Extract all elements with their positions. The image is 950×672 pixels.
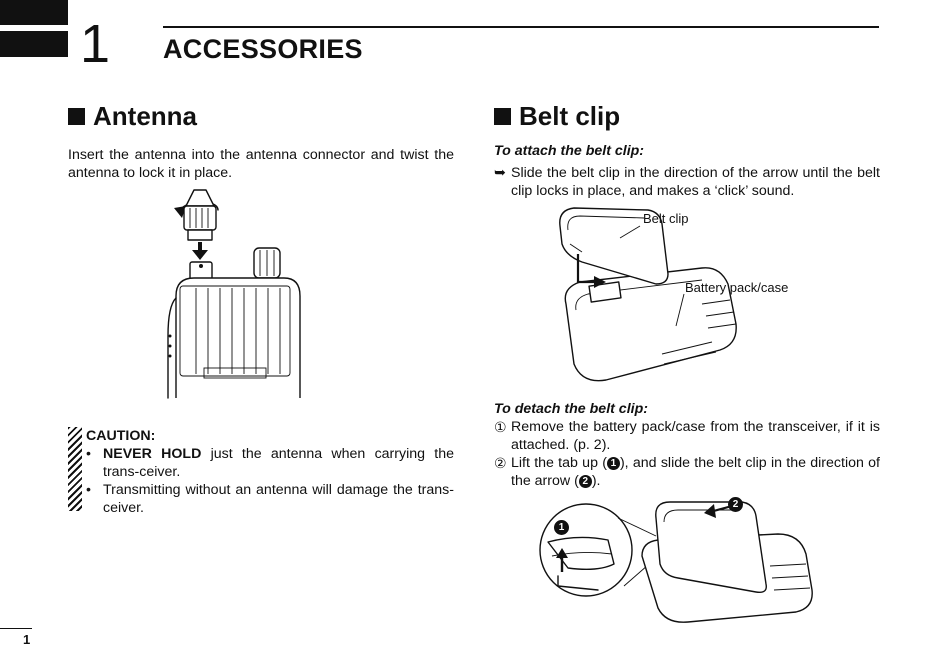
slide-left-arrow-icon <box>704 504 716 518</box>
square-bullet-icon <box>68 108 85 125</box>
antenna-heading: Antenna <box>68 101 197 132</box>
callout-1-icon: 1 <box>606 457 620 470</box>
step-text: Lift the tab up (1), and slide the belt … <box>511 455 880 489</box>
detach-heading: To detach the belt clip: <box>494 401 648 417</box>
caution-item: • Transmitting without an antenna will d… <box>86 481 454 517</box>
caution-bold-text: NEVER HOLD <box>103 446 202 462</box>
page-number-rule <box>0 628 32 629</box>
caution-item-text: Transmitting without an antenna will dam… <box>103 482 454 516</box>
slide-arrow-icon <box>594 276 606 288</box>
attach-heading: To attach the belt clip: <box>494 143 645 159</box>
antenna-instructions: Insert the antenna into the antenna conn… <box>68 147 454 181</box>
belt-clip-label: Belt clip <box>643 211 689 226</box>
chapter-tab-top <box>0 0 68 25</box>
bullet-icon: • <box>86 482 91 498</box>
square-bullet-icon <box>494 108 511 125</box>
step-text: Remove the battery pack/case from the tr… <box>511 419 880 453</box>
attach-text: Slide the belt clip in the direction of … <box>511 165 880 199</box>
caution-item-text: just the antenna when carrying the trans… <box>103 446 454 480</box>
detach-illustration <box>539 501 813 623</box>
bullet-icon: • <box>86 446 91 462</box>
detach-step: ② Lift the tab up (1), and slide the bel… <box>494 454 880 490</box>
belt-clip-heading-text: Belt clip <box>519 101 621 131</box>
attach-illustration <box>559 207 737 382</box>
chapter-tab-bottom <box>0 31 68 57</box>
belt-clip-heading: Belt clip <box>494 101 620 132</box>
step-number: ② <box>494 455 507 471</box>
battery-pack-label: Battery pack/case <box>685 280 789 295</box>
twist-arrowhead-icon <box>174 206 186 218</box>
chapter-number: 1 <box>80 14 111 74</box>
page-number: 1 <box>23 632 31 647</box>
down-arrow-icon <box>192 250 208 260</box>
callout-2-badge: 2 <box>728 497 743 512</box>
caution-label: CAUTION: <box>86 428 156 444</box>
caution-stripe-marker <box>68 427 82 511</box>
callout-2-icon: 2 <box>578 475 592 488</box>
chapter-title: ACCESSORIES <box>163 34 363 64</box>
antenna-heading-text: Antenna <box>93 101 197 131</box>
attach-instructions: ➥ Slide the belt clip in the direction o… <box>494 164 880 200</box>
caution-item: • NEVER HOLD just the antenna when carry… <box>86 445 454 481</box>
detach-step: ① Remove the battery pack/case from the … <box>494 418 880 454</box>
detach-steps: ① Remove the battery pack/case from the … <box>494 418 880 490</box>
step-number: ① <box>494 419 507 435</box>
callout-1-badge: 1 <box>554 520 569 535</box>
antenna-illustration <box>167 189 301 399</box>
chapter-rule <box>163 26 879 28</box>
arrow-bullet-icon: ➥ <box>494 165 506 181</box>
caution-block: CAUTION: • NEVER HOLD just the antenna w… <box>86 427 454 517</box>
lift-arrow-icon <box>556 548 568 558</box>
